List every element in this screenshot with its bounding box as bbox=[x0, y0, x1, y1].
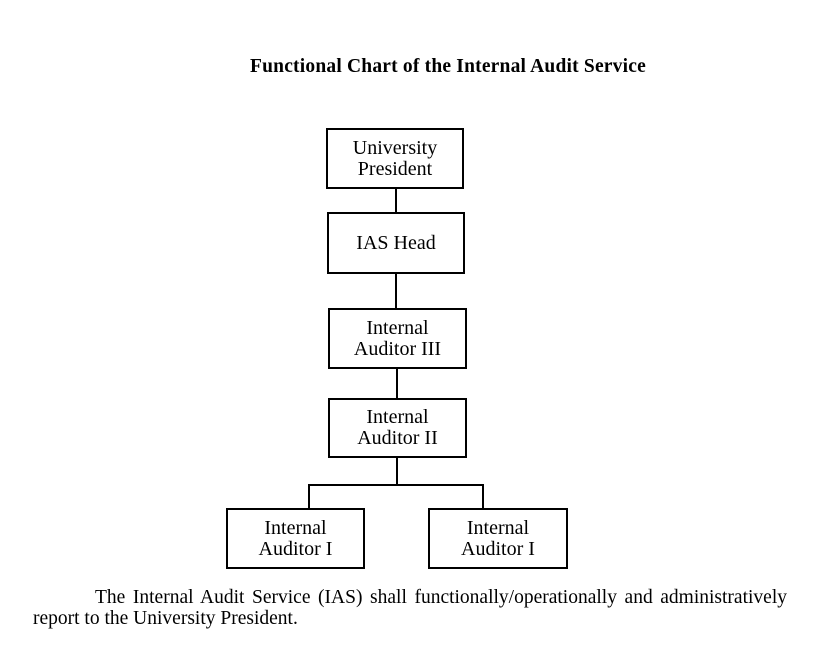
connector-president-to-ias-head bbox=[395, 189, 397, 212]
org-node-internal-auditor-iii: Internal Auditor III bbox=[328, 308, 467, 369]
footnote-paragraph: The Internal Audit Service (IAS) shall f… bbox=[33, 587, 787, 629]
org-node-internal-auditor-i-right: Internal Auditor I bbox=[428, 508, 568, 569]
connector-branch-left-drop bbox=[308, 484, 310, 508]
connector-branch-right-drop bbox=[482, 484, 484, 508]
connector-auditor-iii-to-auditor-ii bbox=[396, 369, 398, 398]
connector-branch-horizontal bbox=[308, 484, 484, 486]
page-title: Functional Chart of the Internal Audit S… bbox=[250, 56, 646, 77]
connector-ias-head-to-auditor-iii bbox=[395, 274, 397, 308]
org-node-university-president: University President bbox=[326, 128, 464, 189]
org-node-internal-auditor-ii: Internal Auditor II bbox=[328, 398, 467, 458]
connector-auditor-ii-to-branch bbox=[396, 458, 398, 486]
org-node-internal-auditor-i-left: Internal Auditor I bbox=[226, 508, 365, 569]
org-node-ias-head: IAS Head bbox=[327, 212, 465, 274]
